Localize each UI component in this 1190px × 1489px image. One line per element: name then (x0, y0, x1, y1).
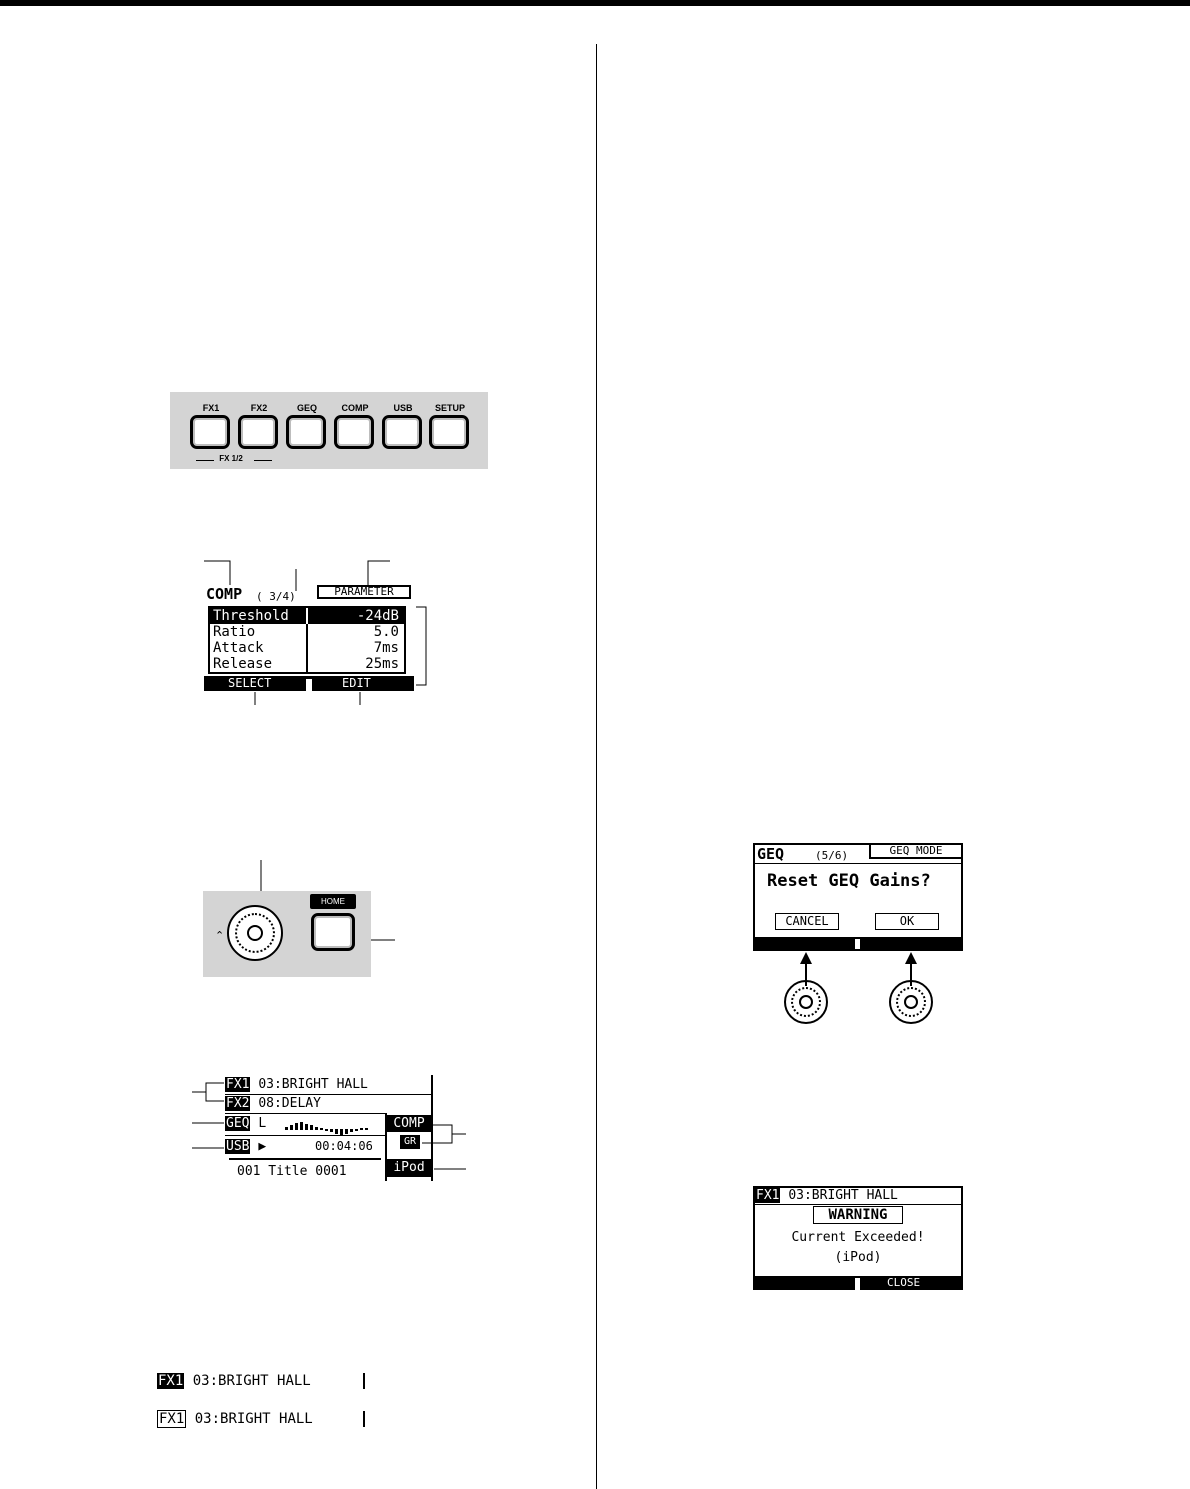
track-title: 001 Title 0001 (237, 1164, 347, 1179)
param-value: -24dB (356, 608, 399, 624)
cursor-icon: ⌃ (215, 930, 225, 942)
play-icon: ▶ (258, 1139, 267, 1154)
fx1-row[interactable]: FX1 03:BRIGHT HALL (225, 1076, 368, 1093)
usb-row[interactable]: USB ▶ (225, 1138, 266, 1155)
home-button-label: HOME (310, 894, 356, 909)
param-name: Release (213, 656, 273, 672)
fx1-value: 03:BRIGHT HALL (258, 1077, 368, 1092)
fx-tag: FX1 (157, 1410, 187, 1428)
table-row[interactable]: Release 25ms (210, 656, 404, 672)
ipod-tag[interactable]: iPod (387, 1159, 431, 1177)
top-rule (0, 0, 1190, 6)
fx-row: FX1 03:BRIGHT HALL (755, 1188, 898, 1204)
comp-parameter-screen: COMP ( 3/4) PARAMETER Threshold -24dB Ra… (204, 584, 414, 692)
warning-title: WARNING (813, 1206, 903, 1224)
geq-meter-icon (285, 1122, 368, 1135)
mode-tab: PARAMETER (317, 585, 411, 599)
dialog-title: GEQ (757, 845, 785, 863)
select-softkey[interactable]: SELECT (228, 676, 272, 690)
param-name: Ratio (213, 624, 256, 640)
progress-bar (229, 1158, 381, 1160)
softkey-bar: SELECT EDIT (204, 676, 414, 691)
page-indicator: ( 3/4) (256, 590, 296, 603)
fx2-button[interactable] (238, 415, 278, 449)
fx-strip-normal: FX1 03:BRIGHT HALL (157, 1373, 365, 1391)
fx-value: 03:BRIGHT HALL (194, 1411, 313, 1427)
param-value: 5.0 (373, 624, 399, 640)
comp-button[interactable] (334, 415, 374, 449)
param-name: Attack (213, 640, 264, 656)
usb-tag: USB (225, 1139, 251, 1154)
ok-button[interactable]: OK (875, 913, 939, 930)
fx2-button-label: FX2 (250, 403, 268, 413)
warning-dialog: FX1 03:BRIGHT HALL WARNING Current Excee… (753, 1186, 963, 1290)
geq-tag: GEQ (225, 1116, 251, 1131)
warning-line1: Current Exceeded! (791, 1230, 925, 1245)
home-screen: FX1 03:BRIGHT HALL FX2 08:DELAY GEQ L CO… (225, 1075, 433, 1181)
fx-tag: FX1 (157, 1373, 185, 1389)
fx-value: 03:BRIGHT HALL (788, 1188, 898, 1203)
usb-button-label: USB (393, 403, 413, 413)
usb-button[interactable] (382, 415, 422, 449)
table-row[interactable]: Ratio 5.0 (210, 624, 404, 640)
fx2-row[interactable]: FX2 08:DELAY (225, 1095, 321, 1112)
param-value: 7ms (373, 640, 399, 656)
setup-button-label: SETUP (434, 403, 465, 413)
param-value: 25ms (365, 656, 399, 672)
geq-button-label: GEQ (296, 403, 317, 413)
warning-line2: (iPod) (834, 1250, 882, 1265)
softkey-bar: CLOSE (755, 1276, 961, 1290)
softkey-divider (306, 679, 312, 691)
gr-tag: GR (400, 1135, 420, 1149)
comp-tag[interactable]: COMP (387, 1115, 431, 1132)
page-indicator: (5/6) (815, 849, 849, 862)
table-row[interactable]: Attack 7ms (210, 640, 404, 656)
setup-button[interactable] (429, 415, 469, 449)
fx2-value: 08:DELAY (258, 1096, 321, 1111)
home-callout-lines (192, 1082, 466, 1170)
geq-reset-dialog: GEQ (5/6) GEQ MODE Reset GEQ Gains? CANC… (753, 843, 963, 951)
screen-title: COMP (206, 585, 243, 603)
fx2-tag: FX2 (225, 1096, 251, 1111)
fx-group-label: FX 1/2 (186, 454, 276, 466)
playback-time: 00:04:06 (315, 1139, 373, 1153)
parameter-table: Threshold -24dB Ratio 5.0 Attack 7ms Rel… (208, 606, 406, 674)
fx1-button-label: FX1 (202, 403, 220, 413)
param-name: Threshold (213, 608, 289, 624)
left-knob-icon[interactable] (784, 980, 828, 1024)
encoder-knob[interactable] (227, 905, 283, 961)
cancel-button[interactable]: CANCEL (775, 913, 839, 930)
fx1-button[interactable] (190, 415, 230, 449)
comp-button-label: COMP (341, 403, 369, 413)
fx-value: 03:BRIGHT HALL (192, 1373, 311, 1389)
table-row[interactable]: Threshold -24dB (210, 608, 404, 624)
geq-button[interactable] (286, 415, 326, 449)
geq-row[interactable]: GEQ L (225, 1115, 266, 1132)
function-button-panel: FX1 FX2 GEQ COMP USB SETUP FX 1/2 (170, 392, 488, 469)
close-softkey[interactable]: CLOSE (887, 1276, 921, 1289)
fx1-tag: FX1 (225, 1077, 251, 1092)
home-button[interactable] (311, 913, 355, 951)
column-divider (596, 44, 597, 1489)
dialog-message: Reset GEQ Gains? (767, 871, 931, 891)
geq-channel: L (258, 1116, 267, 1131)
edit-softkey[interactable]: EDIT (342, 676, 371, 690)
knob-home-panel: ⌃ HOME (203, 891, 371, 977)
comp-callout-lines (204, 560, 427, 705)
softkey-bar (755, 937, 961, 949)
mode-tab: GEQ MODE (869, 845, 961, 859)
knob-ring-icon (235, 913, 275, 953)
fx-tag: FX1 (755, 1188, 781, 1203)
knob-cap-icon (247, 925, 263, 941)
right-knob-icon[interactable] (889, 980, 933, 1024)
fx-strip-outlined: FX1 03:BRIGHT HALL (157, 1410, 365, 1429)
